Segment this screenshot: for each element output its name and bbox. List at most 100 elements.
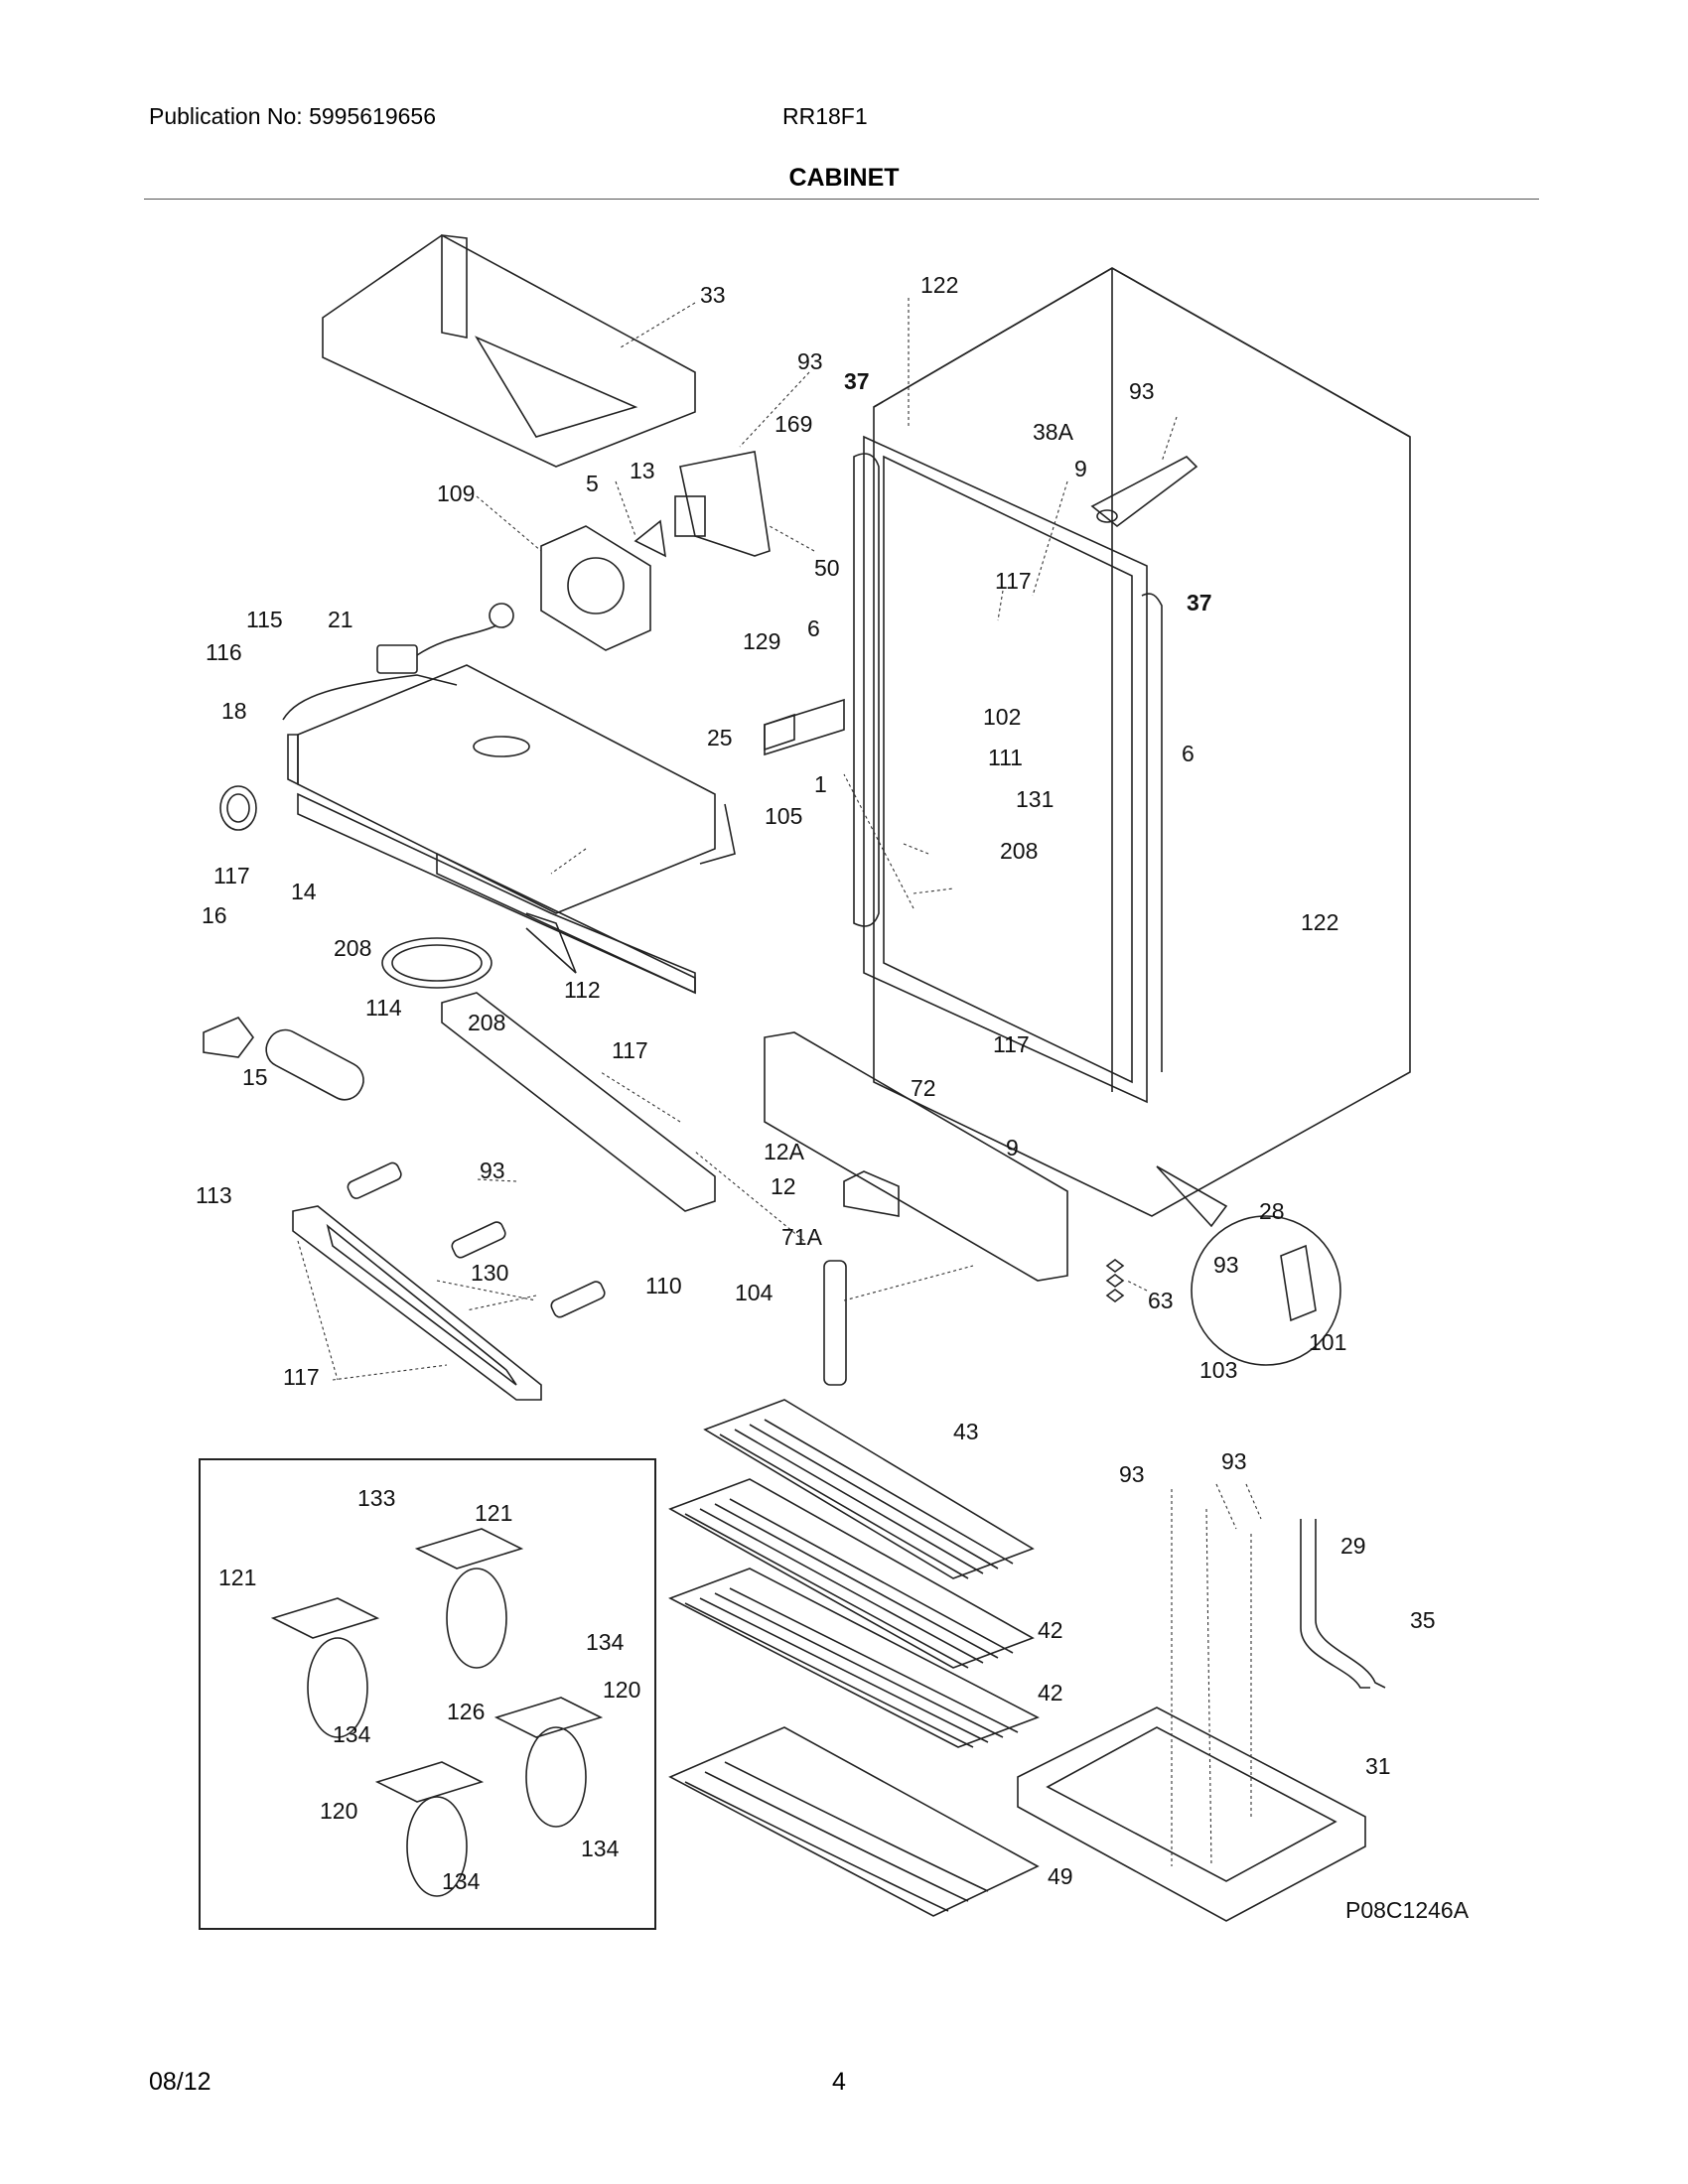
callout-72: 72 <box>911 1075 936 1101</box>
callout-12A: 12A <box>764 1139 805 1164</box>
callout-208-c: 208 <box>468 1010 505 1035</box>
callout-134-c: 134 <box>581 1836 620 1861</box>
part-38A-hinge-top <box>1090 456 1198 528</box>
callout-110: 110 <box>645 1273 682 1298</box>
part-130-fasteners <box>347 1161 606 1318</box>
callout-18: 18 <box>221 698 247 724</box>
callout-109: 109 <box>437 480 475 506</box>
model-number: RR18F1 <box>782 103 868 129</box>
footer-date: 08/12 <box>149 2068 211 2096</box>
part-63-spring <box>1105 1259 1125 1302</box>
part-115-116-heater-tube <box>282 674 736 974</box>
callout-42-a: 42 <box>1038 1617 1063 1643</box>
callout-35: 35 <box>1410 1607 1436 1633</box>
part-25-evaporator-cover <box>287 664 716 914</box>
callout-31: 31 <box>1365 1753 1391 1779</box>
callout-120-a: 120 <box>603 1677 640 1703</box>
part-18-grommet <box>219 785 257 831</box>
cabinet-body <box>853 267 1411 1217</box>
callout-208-a: 208 <box>1000 838 1038 864</box>
part-31-drain-pan <box>1017 1706 1366 1922</box>
callout-42-b: 42 <box>1038 1680 1063 1706</box>
shelf-49-wire <box>668 1726 1040 1917</box>
callout-93-f: 93 <box>1129 378 1155 404</box>
callout-5: 5 <box>586 471 599 496</box>
callout-111: 111 <box>988 745 1023 770</box>
callout-29: 29 <box>1340 1533 1366 1559</box>
callout-134-b: 134 <box>333 1721 371 1747</box>
callout-93: 93 <box>797 348 823 374</box>
callout-126: 126 <box>447 1699 485 1724</box>
callout-117-c: 117 <box>612 1037 648 1063</box>
callout-6-left: 6 <box>807 615 820 641</box>
callout-14: 14 <box>291 879 317 904</box>
callout-9-top: 9 <box>1074 456 1087 481</box>
part-72-kickplate <box>764 1031 1068 1282</box>
callout-122: 122 <box>920 272 958 298</box>
callout-33: 33 <box>700 282 726 308</box>
part-114-vent-grille <box>381 937 492 989</box>
callout-93-b: 93 <box>480 1158 505 1183</box>
callout-1: 1 <box>814 771 827 797</box>
callout-25: 25 <box>707 725 733 751</box>
callout-208-b: 208 <box>334 935 371 961</box>
header-rule <box>144 199 1539 200</box>
callout-117-e: 117 <box>993 1031 1030 1057</box>
callout-102: 102 <box>983 704 1021 730</box>
part-113-grille <box>292 1205 542 1401</box>
shelf-43 <box>703 1399 1035 1579</box>
callout-93-c: 93 <box>1213 1252 1239 1278</box>
callout-122-b: 122 <box>1301 909 1338 935</box>
callout-16: 16 <box>202 902 227 928</box>
callout-12: 12 <box>771 1173 796 1199</box>
callout-104: 104 <box>735 1280 774 1305</box>
callout-115: 115 <box>246 607 283 632</box>
callout-71A: 71A <box>781 1224 823 1250</box>
callout-120-b: 120 <box>320 1798 357 1824</box>
callout-101: 101 <box>1309 1329 1346 1355</box>
shelf-42-upper <box>668 1478 1035 1669</box>
callout-134-d: 134 <box>442 1868 481 1894</box>
page-title: CABINET <box>788 164 900 192</box>
part-16-15-light-socket-bulb <box>203 1017 364 1101</box>
part-21-defrost-thermostat <box>376 603 514 674</box>
casters <box>270 1528 604 1897</box>
callout-129: 129 <box>743 628 780 654</box>
part-1-hinge <box>764 698 845 756</box>
leader-lines <box>297 298 1262 1867</box>
callout-93-d: 93 <box>1119 1461 1145 1487</box>
callout-117-a: 117 <box>995 568 1032 594</box>
callout-121-a: 121 <box>475 1500 512 1526</box>
callout-labels: 33 122 93 37 169 13 109 5 38A 9 50 117 1… <box>196 272 1470 1923</box>
callout-116: 116 <box>206 639 242 665</box>
caster-detail-box <box>199 1458 656 1930</box>
callout-103: 103 <box>1199 1357 1237 1383</box>
part-33-top-bracket <box>322 234 696 468</box>
callout-134-a: 134 <box>586 1629 625 1655</box>
callout-169: 169 <box>774 411 812 437</box>
callout-15: 15 <box>242 1064 268 1090</box>
callout-113: 113 <box>196 1182 232 1208</box>
publication-number: Publication No: 5995619656 <box>149 103 437 129</box>
part-109-fan-shroud <box>540 525 651 651</box>
callout-114: 114 <box>365 995 402 1021</box>
part-110-deflector <box>441 992 716 1212</box>
shelf-42-lower <box>668 1568 1040 1748</box>
figure-code: P08C1246A <box>1345 1897 1470 1923</box>
detail-callout-28-101 <box>1156 1165 1341 1366</box>
callout-131: 131 <box>1016 786 1054 812</box>
callout-28: 28 <box>1259 1198 1285 1224</box>
callout-63: 63 <box>1148 1288 1174 1313</box>
callout-133: 133 <box>357 1485 395 1511</box>
callout-37-b: 37 <box>1187 590 1212 615</box>
page-number: 4 <box>832 2068 846 2096</box>
callout-43: 43 <box>953 1419 979 1444</box>
part-13-50-fan-bracket <box>633 451 771 558</box>
callout-49: 49 <box>1048 1863 1073 1889</box>
callout-117-d: 117 <box>283 1364 320 1390</box>
part-104-hinge-pin <box>823 1260 847 1386</box>
part-112-evaporator-panel <box>297 792 696 995</box>
callout-9-bottom: 9 <box>1006 1135 1019 1160</box>
callout-93-e: 93 <box>1221 1448 1247 1474</box>
